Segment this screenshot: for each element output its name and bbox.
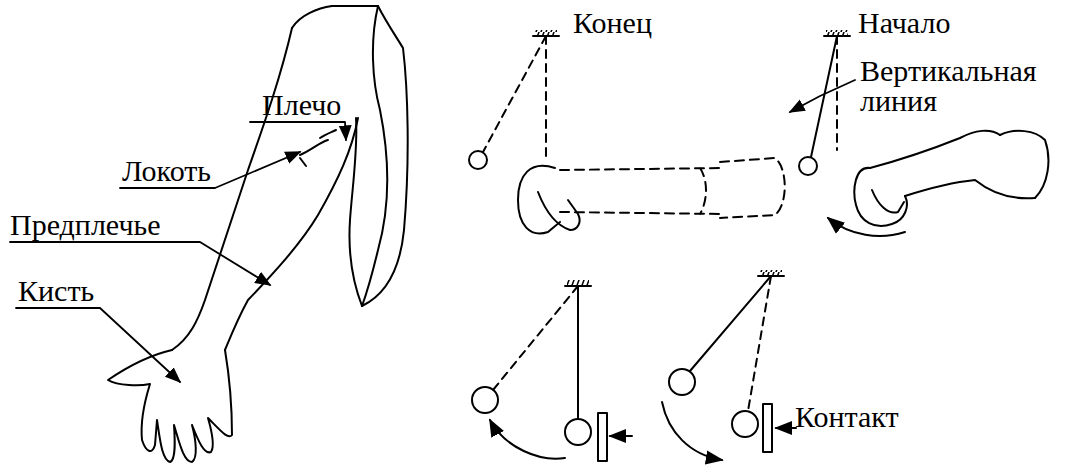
- part-label: Начало: [858, 8, 950, 38]
- part-label: Контакт: [795, 402, 899, 432]
- part-label: Конец: [573, 8, 652, 38]
- part-label: Вертикальная линия: [860, 56, 1060, 116]
- pendulum-end: [469, 30, 785, 233]
- part-label: Локоть: [122, 156, 211, 186]
- part-label: Плечо: [262, 90, 341, 120]
- part-label: Предплечье: [10, 210, 161, 240]
- part-label: Кисть: [18, 276, 94, 306]
- pendulum-contact-left: [472, 280, 632, 461]
- arm-drawing: [10, 6, 408, 462]
